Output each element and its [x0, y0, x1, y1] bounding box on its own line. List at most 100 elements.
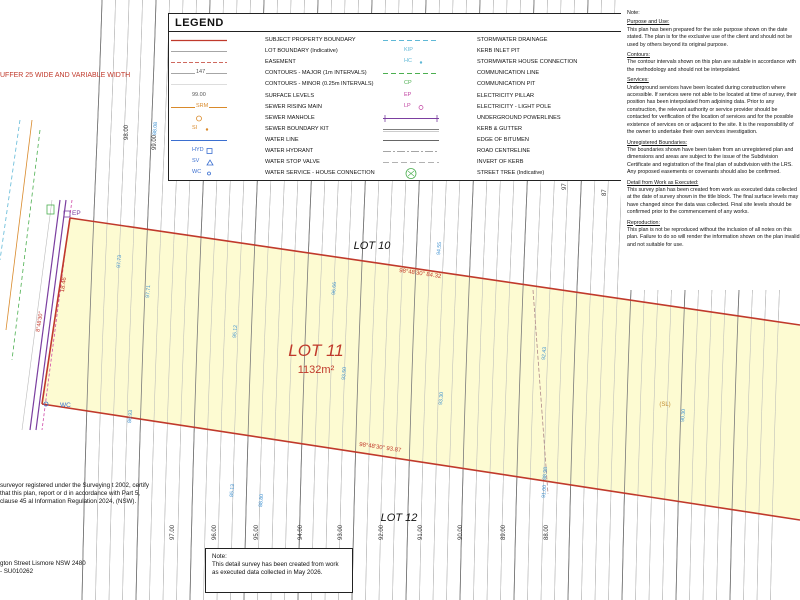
lot-11-south-boundary: [41, 403, 800, 521]
legend-label: INVERT OF KERB: [477, 159, 524, 166]
easement-line: [532, 289, 549, 495]
contour-line-lot: [95, 0, 116, 600]
legend-symbol: CP: [381, 78, 441, 90]
legend-symbol: 147: [169, 67, 229, 79]
legend-symbol: [381, 168, 441, 180]
spot-level-label: 92.43: [541, 347, 548, 361]
contour-label: 92.00: [379, 524, 385, 540]
sl-tag: (SL): [659, 402, 670, 408]
legend-label: EDGE OF BITUMEN: [477, 136, 529, 143]
notes-heading: Note:: [627, 10, 640, 16]
legend-label: UNDERGROUND POWERLINES: [477, 114, 561, 121]
comm-pit-marker: [46, 204, 55, 215]
note-section-text: This survey plan has been created from w…: [627, 186, 799, 216]
legend-label: EASEMENT: [265, 59, 296, 66]
ep-tag: EP: [72, 210, 81, 217]
wc-tag: WC: [60, 402, 71, 409]
contour-label: 90.00: [458, 524, 464, 540]
contour-label: 96.00: [212, 524, 218, 540]
legend-symbol: SRM: [169, 100, 229, 113]
legend-label: WATER SERVICE - HOUSE CONNECTION: [265, 170, 375, 177]
legend-symbol: [169, 35, 229, 46]
contour-line-lot: [149, 0, 170, 600]
spot-level-label: 94.55: [436, 242, 443, 256]
address-block: gton Street Lismore NSW 2480 - SU010262: [0, 560, 120, 576]
contour-line-lot: [81, 0, 103, 600]
legend-symbol: SV: [169, 156, 229, 168]
contour-label: 95.00: [254, 524, 260, 540]
legend-symbol: WC: [169, 167, 229, 179]
ep-marker: EP: [63, 210, 81, 218]
note-section-text: This plan is not be reproduced without t…: [627, 226, 800, 248]
legend-symbol-tag: KIP: [403, 45, 414, 57]
legend-symbol: [169, 57, 229, 68]
legend-symbol: [381, 146, 441, 157]
note-box-title: Note:: [212, 553, 227, 560]
legend-symbol: [169, 135, 229, 146]
lot-area-label: 1132m²: [298, 364, 335, 376]
address-line-1: gton Street Lismore NSW 2480: [0, 560, 86, 567]
legend-symbol-tag: SV: [191, 156, 201, 168]
spot-level-label: 96.66: [331, 282, 338, 296]
spot-level-label: 97.73: [116, 255, 123, 269]
certification-text: surveyor registered under the Surveying …: [0, 482, 149, 505]
contour-label: 87: [602, 189, 608, 196]
note-box-text: This detail survey has been created from…: [212, 561, 339, 576]
legend-symbol: KIP: [381, 45, 441, 57]
legend-label: STORMWATER HOUSE CONNECTION: [477, 59, 578, 66]
contour-line-lot: [135, 0, 157, 600]
legend-label: WATER LINE: [265, 136, 299, 143]
legend-label: SEWER RISING MAIN: [265, 103, 322, 110]
legend-symbol-tag: CP: [403, 78, 413, 90]
legend-symbol: [169, 113, 229, 124]
legend-label: LOT BOUNDARY (Indicative): [265, 48, 338, 55]
contour-label: 98.00: [124, 124, 130, 140]
lot-11-north-boundary: [69, 217, 800, 326]
legend-symbol: [169, 46, 229, 57]
legend-label: WATER HYDRANT: [265, 148, 314, 154]
legend-symbol: HC: [381, 56, 441, 68]
address-line-2: - SU010262: [0, 568, 34, 575]
legend-symbol-tag: EP: [403, 89, 413, 101]
legend-symbol-tag: WC: [191, 167, 203, 179]
spot-level-label: 90.30: [680, 409, 687, 423]
legend-label: SEWER MANHOLE: [265, 114, 315, 121]
legend-symbol: [381, 68, 441, 79]
contour-label: 94.00: [298, 524, 304, 540]
note-section-text: Underground services have been located d…: [627, 84, 797, 136]
legend-label: SUBJECT PROPERTY BOUNDARY: [265, 37, 356, 43]
spot-level-label: 93.50: [341, 367, 348, 381]
note-section-title: Contours:: [627, 52, 650, 59]
legend-symbol: LP: [381, 100, 441, 113]
legend-symbol: [381, 113, 441, 124]
contour-line-lot: [122, 0, 143, 600]
legend-symbol-tag: SRM: [195, 100, 210, 112]
note-section-title: Services:: [627, 77, 649, 84]
legend-symbol: [381, 135, 441, 146]
lot-11-parcel: [42, 218, 800, 520]
legend-label: ELECTRICITY - LIGHT POLE: [477, 103, 552, 110]
legend-label: ELECTRICITY PILLAR: [477, 92, 535, 99]
legend-label: CONTOURS - MAJOR (1m INTERVALS): [265, 70, 367, 77]
legend-label: KERB INLET PIT: [477, 48, 520, 55]
contour-label: 97.00: [170, 524, 176, 540]
wc-marker: WC: [43, 401, 71, 409]
legend-symbol-tag: 99.00: [191, 89, 207, 101]
easement-strip: [0, 119, 73, 431]
contour-label: 91.00: [418, 524, 424, 540]
lot-boundaries: [41, 217, 800, 521]
legend-symbol: 99.00: [169, 89, 229, 102]
spot-level-label: 86.93: [127, 410, 134, 424]
spot-level-label: 95.12: [232, 325, 239, 339]
spot-level-label: 88.08: [152, 122, 159, 136]
contour-label: 93.00: [338, 524, 344, 540]
note-section-title: Purpose and Use:: [627, 19, 670, 26]
west-bearing-label: 8°48'30": [35, 311, 44, 332]
legend-symbol-tag: HYD: [191, 145, 205, 156]
contour-label: 89.00: [501, 524, 507, 540]
legend-symbol: [169, 79, 229, 90]
note-section-text: This plan has been prepared for the sole…: [627, 26, 793, 48]
legend-symbol: HYD: [169, 145, 229, 157]
